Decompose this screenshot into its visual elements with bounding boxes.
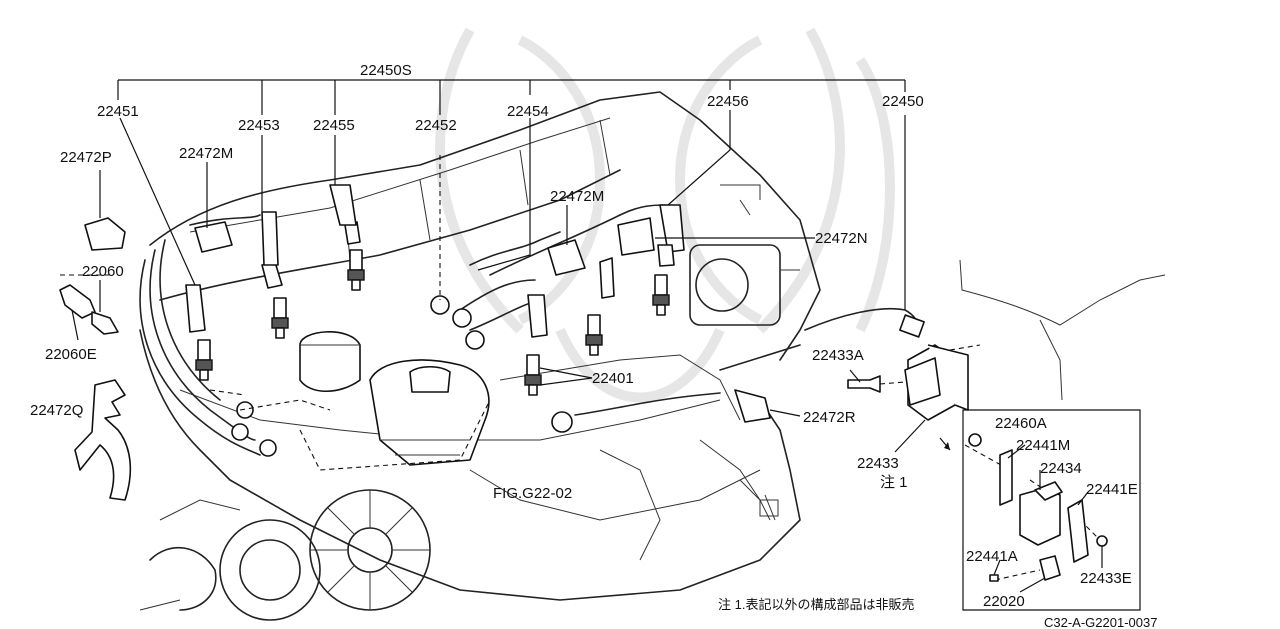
clamp-22472r: [734, 389, 771, 423]
distributor-terminals: [231, 295, 573, 457]
callout-22451: 22451: [97, 103, 139, 120]
callout-22020: 22020: [983, 593, 1025, 610]
callout-22433a: 22433A: [812, 347, 864, 364]
callout-22441m: 22441M: [1016, 437, 1070, 454]
spark-plug-5: [585, 314, 603, 356]
callout-22453: 22453: [238, 117, 280, 134]
callout-22060: 22060: [82, 263, 124, 280]
ignition-coil-22433: [847, 314, 969, 421]
callout-22433: 22433: [857, 455, 899, 472]
clamp-22472m-left: [194, 221, 233, 253]
callout-labels: 22450S 22451 22453 22455 22452 22454 224…: [30, 62, 1138, 610]
engine-block-illustration: [139, 91, 821, 621]
callout-22460a: 22460A: [995, 415, 1047, 432]
callout-22472m-left: 22472M: [179, 145, 233, 162]
callout-22454: 22454: [507, 103, 549, 120]
callout-22455: 22455: [313, 117, 355, 134]
plug-boots: [185, 184, 685, 338]
callout-22441a: 22441A: [966, 548, 1018, 565]
callout-22472q: 22472Q: [30, 402, 83, 419]
spark-plugs: [195, 249, 670, 396]
callout-22441e: 22441E: [1086, 481, 1138, 498]
callout-22450: 22450: [882, 93, 924, 110]
callout-22060e: 22060E: [45, 346, 97, 363]
footnote-not-sold-separately: 注 1.表記以外の構成部品は非販売: [718, 597, 914, 612]
clamp-22472p: [84, 217, 126, 251]
note-mark-1: 注 1: [880, 474, 908, 491]
sensor-22060: [59, 274, 119, 335]
spark-plug-6: [524, 354, 542, 396]
diagram-code: C32-A-G2201-0037: [1044, 615, 1157, 629]
callout-22472p: 22472P: [60, 149, 112, 166]
callout-22450s: 22450S: [360, 62, 412, 79]
bracket-22472q: [74, 379, 132, 501]
callout-22472m-right: 22472M: [550, 188, 604, 205]
callout-22434: 22434: [1040, 460, 1082, 477]
clamp-22472m-right: [547, 239, 586, 276]
callout-22401: 22401: [592, 370, 634, 387]
clamp-22472n: [617, 217, 655, 256]
watermark-emblem: [435, 27, 895, 403]
body-panel-fragment: [959, 259, 1166, 401]
spark-plug-2: [271, 297, 289, 339]
callout-22433e: 22433E: [1080, 570, 1132, 587]
wire-clamps: [84, 217, 771, 423]
leader-lines: [71, 79, 1103, 593]
spark-plug-3: [195, 339, 213, 381]
callout-22472r: 22472R: [803, 409, 856, 426]
callout-22456: 22456: [707, 93, 749, 110]
spark-plug-1: [347, 249, 365, 291]
callout-22452: 22452: [415, 117, 457, 134]
callout-22472n: 22472N: [815, 230, 868, 247]
spark-plug-4: [652, 274, 670, 316]
fig-reference-g22-02[interactable]: FIG.G22-02: [493, 485, 572, 502]
